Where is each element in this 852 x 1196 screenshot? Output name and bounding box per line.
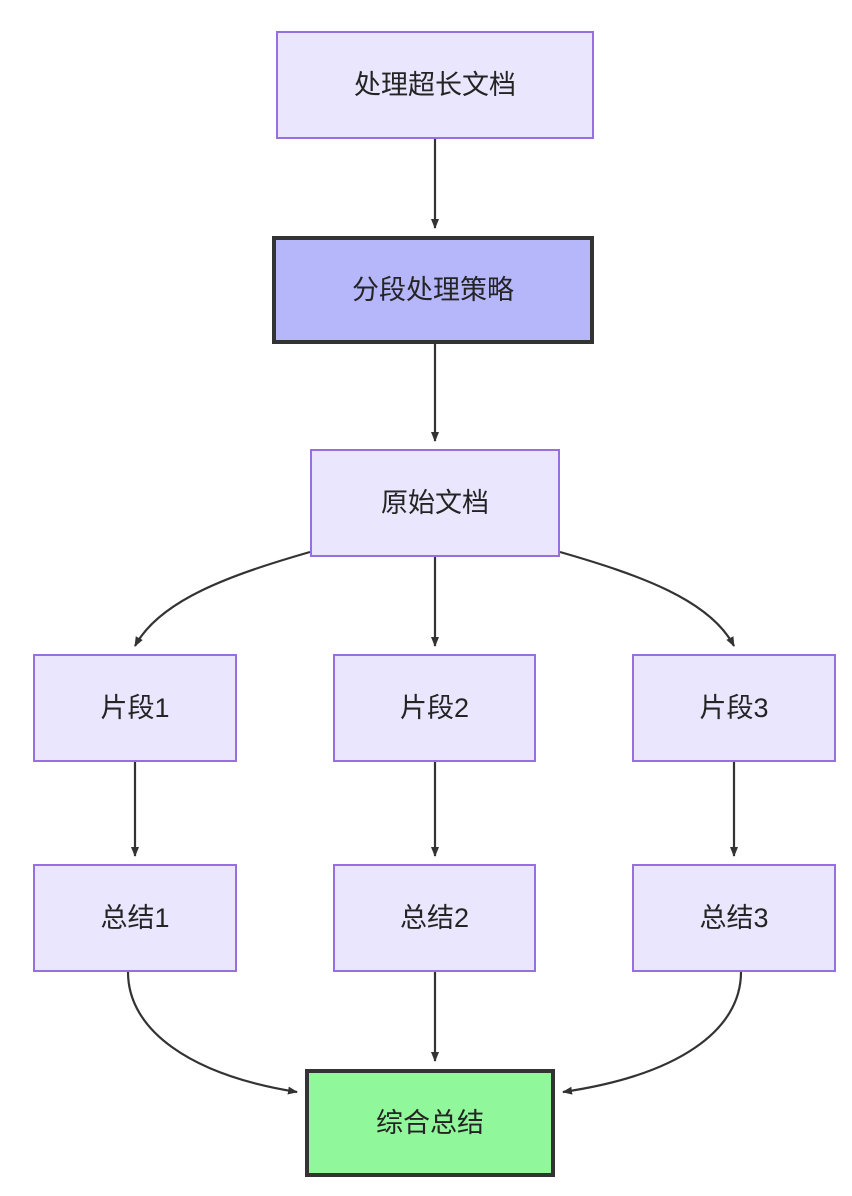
node-label: 分段处理策略 [352, 274, 514, 305]
node-chunking-strategy[interactable]: 分段处理策略 [272, 236, 594, 344]
node-label: 总结2 [399, 902, 470, 933]
node-label: 处理超长文档 [354, 69, 516, 100]
node-summary-3[interactable]: 总结3 [632, 864, 836, 972]
node-fragment-2[interactable]: 片段2 [333, 654, 536, 762]
edge-summary-3-to-final [562, 971, 743, 1095]
node-label: 总结3 [699, 902, 769, 933]
node-summary-2[interactable]: 总结2 [333, 864, 536, 972]
node-fragment-3[interactable]: 片段3 [632, 654, 836, 762]
edge-summary-1-to-final [126, 971, 298, 1095]
node-final-summary[interactable]: 综合总结 [305, 1069, 555, 1177]
node-label: 总结1 [100, 902, 170, 933]
node-label: 片段1 [100, 692, 170, 723]
node-fragment-1[interactable]: 片段1 [33, 654, 237, 762]
node-summary-1[interactable]: 总结1 [33, 864, 237, 972]
node-label: 片段3 [699, 692, 769, 723]
node-process-long-document[interactable]: 处理超长文档 [276, 31, 594, 139]
edge-source-to-fragment-3 [559, 550, 735, 647]
node-label: 原始文档 [381, 487, 489, 518]
node-label: 片段2 [399, 692, 470, 723]
node-label: 综合总结 [376, 1107, 484, 1138]
node-source-document[interactable]: 原始文档 [310, 449, 560, 557]
edge-source-to-fragment-1 [134, 550, 311, 647]
